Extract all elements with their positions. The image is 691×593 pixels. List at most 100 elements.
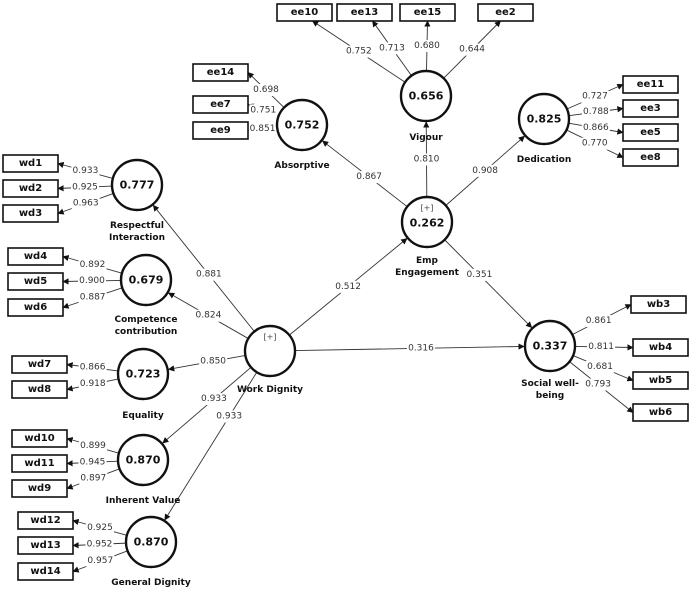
indicator-box[interactable] xyxy=(192,121,249,140)
outer-loading-label: 0.727 xyxy=(582,92,608,102)
indicator-box[interactable] xyxy=(276,3,333,22)
indicator-wd6[interactable]: wd6 xyxy=(7,298,64,317)
indicator-box[interactable] xyxy=(11,355,68,374)
indicator-box[interactable] xyxy=(7,272,64,291)
indicator-ee11[interactable]: ee11 xyxy=(622,75,679,94)
outer-loading-label: 0.897 xyxy=(80,474,106,484)
indicator-wd13[interactable]: wd13 xyxy=(17,536,74,555)
indicator-wd11[interactable]: wd11 xyxy=(11,454,68,473)
indicator-box[interactable] xyxy=(11,454,68,473)
indicator-wd12[interactable]: wd12 xyxy=(17,511,74,530)
indicator-wd7[interactable]: wd7 xyxy=(11,355,68,374)
construct-name: Dedication xyxy=(517,155,572,165)
indicator-box[interactable] xyxy=(11,429,68,448)
construct-circle[interactable] xyxy=(124,515,178,569)
indicator-box[interactable] xyxy=(336,3,393,22)
indicator-wd1[interactable]: wd1 xyxy=(2,154,59,173)
indicator-box[interactable] xyxy=(17,562,74,581)
indicator-box[interactable] xyxy=(622,99,679,118)
indicator-ee8[interactable]: ee8 xyxy=(622,148,679,167)
edge-label-bg xyxy=(584,315,613,328)
edge-label-bg xyxy=(581,106,610,119)
construct-circle[interactable] xyxy=(116,347,170,401)
indicator-box[interactable] xyxy=(7,298,64,317)
indicator-wb4[interactable]: wb4 xyxy=(632,338,689,357)
indicator-ee3[interactable]: ee3 xyxy=(622,99,679,118)
indicator-box[interactable] xyxy=(632,371,689,390)
indicator-box[interactable] xyxy=(17,511,74,530)
indicator-wd10[interactable]: wd10 xyxy=(11,429,68,448)
indicator-wd2[interactable]: wd2 xyxy=(2,179,59,198)
indicator-box[interactable] xyxy=(622,123,679,142)
edge-label-bg xyxy=(344,45,373,58)
construct-circle[interactable] xyxy=(517,92,571,146)
indicator-box[interactable] xyxy=(11,479,68,498)
outer-loading-label: 0.751 xyxy=(250,105,276,115)
indicator-ee7[interactable]: ee7 xyxy=(192,95,249,114)
indicator-ee13[interactable]: ee13 xyxy=(336,3,393,22)
indicator-box[interactable] xyxy=(632,403,689,422)
indicator-label: wd2 xyxy=(19,183,42,194)
indicator-box[interactable] xyxy=(622,75,679,94)
indicator-box[interactable] xyxy=(2,179,59,198)
construct-circle[interactable] xyxy=(110,158,164,212)
indicator-wb3[interactable]: wb3 xyxy=(630,295,687,314)
indicator-wd8[interactable]: wd8 xyxy=(11,380,68,399)
indicator-wd5[interactable]: wd5 xyxy=(7,272,64,291)
loading-edge: 0.945 xyxy=(66,456,119,469)
indicator-box[interactable] xyxy=(2,154,59,173)
indicator-box[interactable] xyxy=(192,95,249,114)
construct-circle[interactable] xyxy=(119,253,173,307)
construct-circle[interactable] xyxy=(116,433,170,487)
indicator-wd14[interactable]: wd14 xyxy=(17,562,74,581)
edge-label-bg xyxy=(71,164,100,177)
indicator-ee9[interactable]: ee9 xyxy=(192,121,249,140)
indicator-box[interactable] xyxy=(630,295,687,314)
indicator-box[interactable] xyxy=(2,204,59,223)
expand-toggle[interactable]: [+] xyxy=(264,333,277,342)
indicator-box[interactable] xyxy=(632,338,689,357)
construct-circle[interactable] xyxy=(275,98,329,152)
construct-name: Absorptive xyxy=(274,161,329,171)
indicator-box[interactable] xyxy=(192,63,249,82)
construct-name: Vigour xyxy=(409,133,443,143)
outer-loading-label: 0.793 xyxy=(585,380,611,390)
construct-circle[interactable] xyxy=(400,195,454,249)
indicator-box[interactable] xyxy=(477,3,534,22)
construct-circle[interactable] xyxy=(243,324,297,378)
indicator-wd4[interactable]: wd4 xyxy=(7,247,64,266)
indicator-box[interactable] xyxy=(11,380,68,399)
indicator-ee14[interactable]: ee14 xyxy=(192,63,249,82)
indicator-box[interactable] xyxy=(7,247,64,266)
outer-loading-label: 0.925 xyxy=(87,523,113,533)
indicator-ee5[interactable]: ee5 xyxy=(622,123,679,142)
indicator-box[interactable] xyxy=(622,148,679,167)
outer-loading-label: 0.713 xyxy=(379,43,405,53)
indicator-ee15[interactable]: ee15 xyxy=(399,3,456,22)
indicator-wd9[interactable]: wd9 xyxy=(11,479,68,498)
indicator-box[interactable] xyxy=(17,536,74,555)
construct-circle[interactable] xyxy=(399,69,453,123)
indicator-box[interactable] xyxy=(399,3,456,22)
expand-toggle[interactable]: [+] xyxy=(421,204,434,213)
indicator-wb5[interactable]: wb5 xyxy=(632,371,689,390)
indicator-ee2[interactable]: ee2 xyxy=(477,3,534,22)
indicator-ee10[interactable]: ee10 xyxy=(276,3,333,22)
indicator-label: wd3 xyxy=(19,208,42,219)
indicator-wb6[interactable]: wb6 xyxy=(632,403,689,422)
construct-work-dignity[interactable]: [+] Work Dignity xyxy=(237,324,303,395)
indicator-wd3[interactable]: wd3 xyxy=(2,204,59,223)
r-squared-value: 0.870 xyxy=(126,454,161,467)
construct-circle[interactable] xyxy=(523,319,577,373)
construct-name: Work Dignity xyxy=(237,385,303,395)
